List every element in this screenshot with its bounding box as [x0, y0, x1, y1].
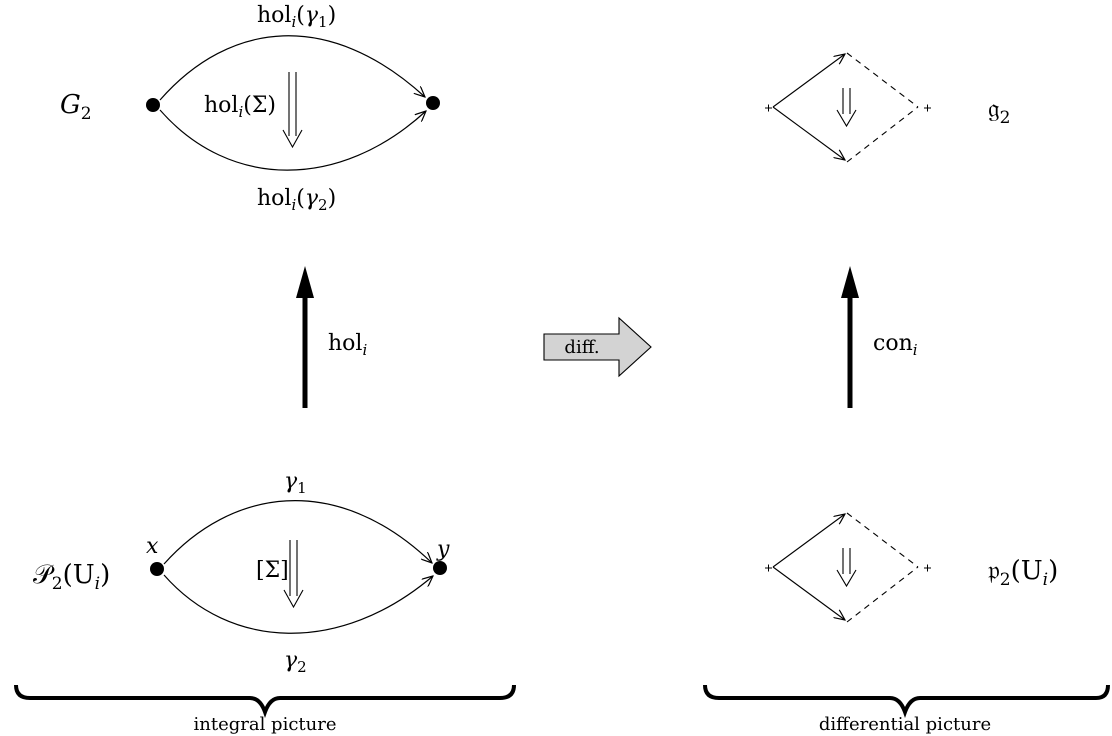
target-point-label: y — [436, 537, 450, 562]
integral-top-diagram: G2 holi(γ1) holi(γ2) holi(Σ) — [60, 3, 440, 214]
top-target-point — [426, 96, 440, 110]
top-lower-path-label: holi(γ2) — [257, 186, 336, 214]
top-diff-upper-arrow — [772, 54, 845, 108]
integral-bottom-diagram: 𝒫2(Ui) x y γ1 γ2 [Σ] — [33, 469, 450, 676]
bottom-source-point — [150, 562, 164, 576]
bottom-diff-upper-dashed — [846, 512, 919, 568]
differential-bottom-diagram: 𝔭2(Ui) — [765, 512, 1058, 623]
bottom-upper-path-label: γ1 — [284, 469, 307, 497]
diff-arrow-icon — [543, 316, 652, 378]
g2-algebra-label: 𝔤2 — [988, 94, 1010, 128]
bottom-diff-lower-arrow — [772, 566, 845, 620]
integral-brace — [14, 684, 516, 718]
top-diff-lower-arrow — [772, 106, 845, 160]
differential-top-diagram: 𝔤2 — [765, 52, 1010, 163]
source-point-label: x — [146, 534, 159, 559]
hol-map-arrow — [296, 266, 314, 408]
bottom-diff-lower-dashed — [846, 566, 919, 623]
bottom-target-point — [433, 561, 447, 575]
path-space-label: 𝒫2(Ui) — [33, 560, 110, 594]
bottom-diff-double-arrow-icon — [836, 548, 857, 588]
bottom-surface-label: [Σ] — [256, 558, 289, 583]
bottom-double-arrow-icon — [283, 540, 304, 609]
diff-arrow-label: diff. — [564, 337, 599, 358]
differential-caption: differential picture — [819, 714, 991, 735]
g2-label: G2 — [60, 90, 92, 124]
bottom-lower-path-label: γ2 — [284, 648, 307, 676]
top-diff-upper-dashed — [846, 52, 919, 108]
integral-caption: integral picture — [193, 714, 336, 735]
differential-brace — [703, 684, 1110, 718]
top-surface-label: holi(Σ) — [204, 93, 276, 121]
top-lower-path-arrow — [159, 109, 426, 171]
con-map-arrow — [841, 266, 859, 408]
hol-map-label: holi — [328, 331, 367, 359]
top-source-point — [146, 98, 160, 112]
bottom-diff-upper-arrow — [772, 514, 845, 568]
top-upper-path-label: holi(γ1) — [257, 3, 336, 31]
top-diff-double-arrow-icon — [836, 88, 857, 128]
top-double-arrow-icon — [282, 72, 303, 149]
top-upper-path-arrow — [159, 35, 425, 101]
top-diff-lower-dashed — [846, 106, 919, 163]
con-map-label: coni — [873, 331, 918, 359]
bottom-upper-path-arrow — [163, 500, 432, 565]
bottom-lower-path-arrow — [163, 574, 433, 634]
p2-algebra-label: 𝔭2(Ui) — [988, 556, 1058, 590]
